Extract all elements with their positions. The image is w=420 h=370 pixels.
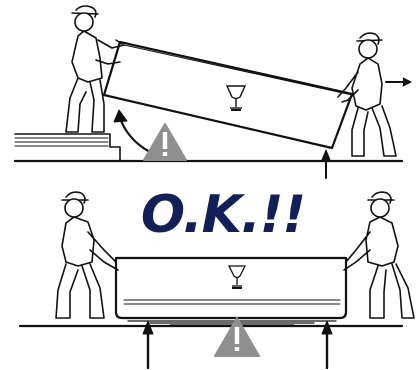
ok-label: O.K.!! [138, 180, 308, 250]
worker-bottom-left [56, 192, 118, 318]
support-slab [128, 321, 336, 325]
tilted-panel [104, 40, 352, 148]
direction-arrow-right [386, 78, 411, 86]
support-arrow-left [143, 321, 153, 368]
warning-icon [215, 318, 259, 356]
curved-arrow-left [114, 110, 150, 152]
support-arrow-right [322, 321, 332, 368]
warning-icon [144, 124, 186, 160]
worker-bottom-right [344, 192, 414, 318]
scene-incorrect-carry [15, 6, 411, 178]
level-panel [116, 258, 346, 318]
support-arrow-top [322, 150, 330, 178]
